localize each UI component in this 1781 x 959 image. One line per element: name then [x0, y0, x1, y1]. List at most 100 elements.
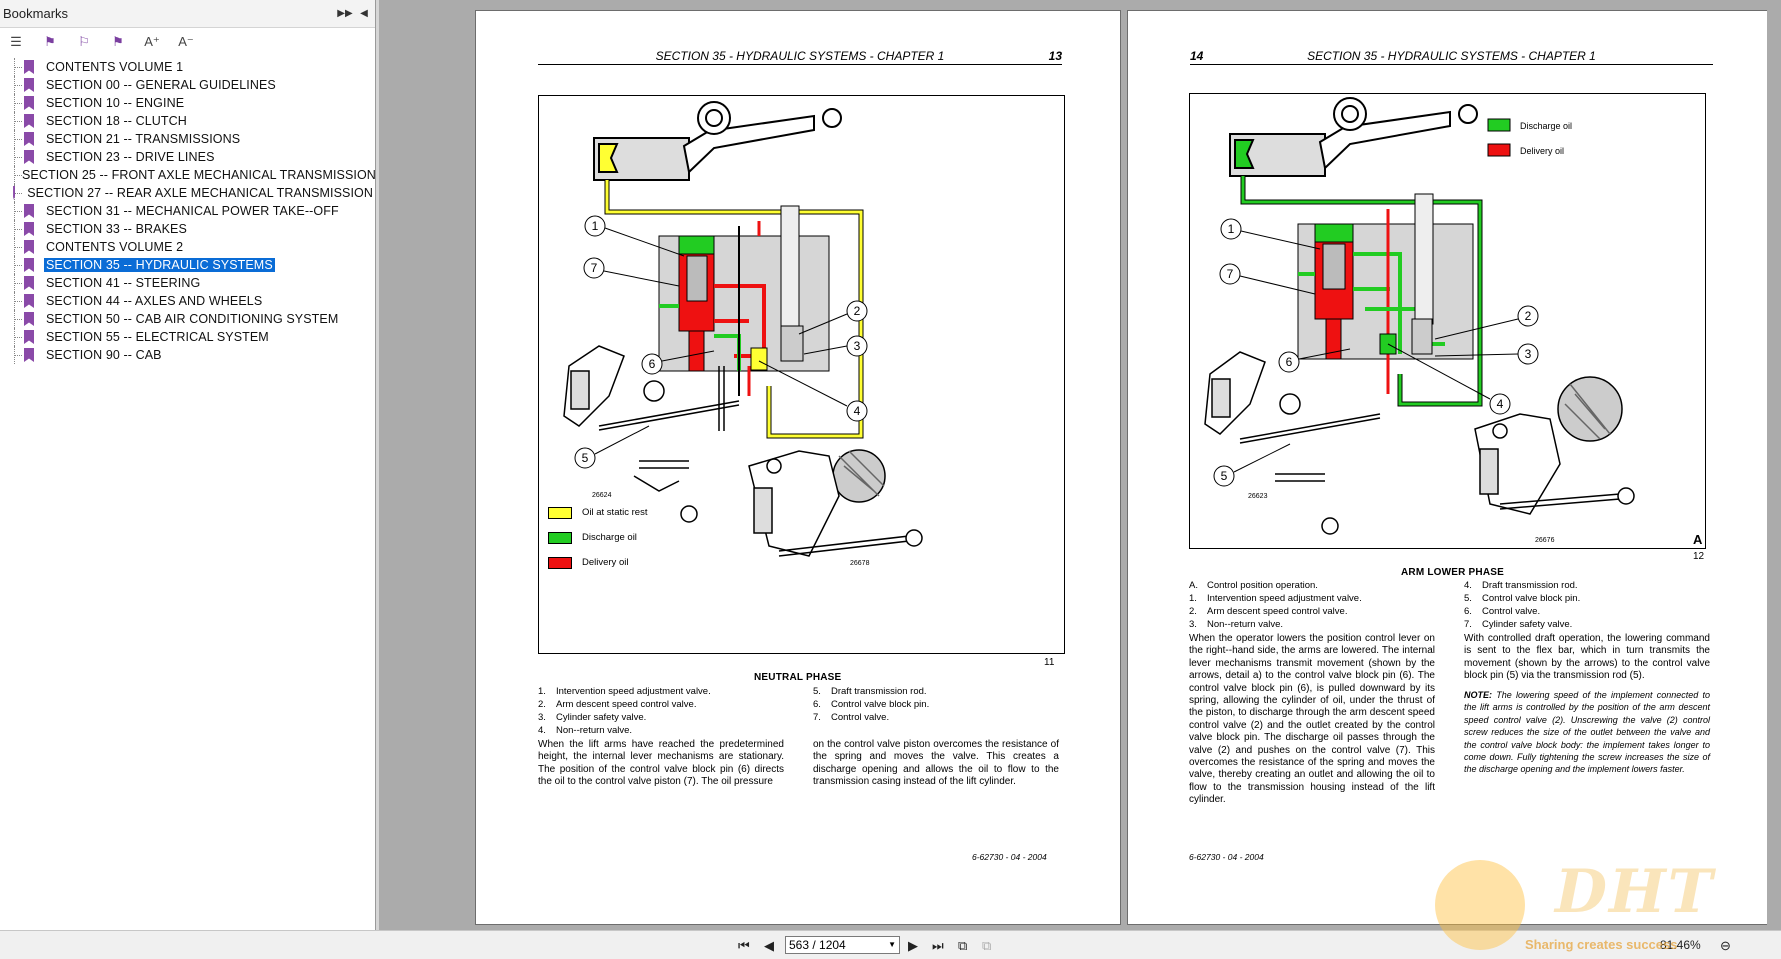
next-view-icon[interactable]: ⧉ [982, 938, 992, 953]
bookmark-label: SECTION 23 -- DRIVE LINES [46, 150, 215, 164]
callout-7: 7 [1219, 263, 1316, 295]
zoom-level[interactable]: 81.46% [1660, 938, 1701, 952]
bookmarks-header: Bookmarks ▶▶ ◀ [0, 0, 375, 28]
svg-text:3: 3 [854, 339, 861, 353]
legend-discharge: Discharge oil [548, 525, 647, 550]
previous-page-icon[interactable]: ◀ [764, 938, 774, 953]
bookmark-label: SECTION 27 -- REAR AXLE MECHANICAL TRANS… [27, 186, 373, 200]
callout-5: 5 [574, 425, 650, 469]
figure-number: 11 [1044, 657, 1055, 668]
detail-label: A [1693, 532, 1703, 547]
bookmark-icon [24, 348, 34, 362]
expand-panel-icon[interactable]: ▶▶ [337, 8, 353, 19]
svg-text:4: 4 [1497, 397, 1504, 411]
bookmark-item[interactable]: CONTENTS VOLUME 1 [8, 58, 375, 76]
last-page-icon[interactable]: ⏭ [932, 938, 944, 953]
bookmark-item[interactable]: SECTION 10 -- ENGINE [8, 94, 375, 112]
bookmark-icon [24, 276, 34, 290]
figure-code: 26676 [1535, 537, 1555, 544]
find-bookmark-icon[interactable]: ⚑ [112, 34, 124, 49]
page-footer: 6-62730 - 04 - 2004 [972, 852, 1047, 862]
font-increase-icon[interactable]: A⁺ [144, 34, 160, 49]
bookmarks-panel: Bookmarks ▶▶ ◀ ☰ ⚑ ⚐ ⚑ A⁺ A⁻ CONTENTS VO… [0, 0, 376, 930]
bookmark-icon [24, 150, 34, 164]
bookmark-icon [24, 240, 34, 254]
panel-splitter[interactable] [376, 0, 379, 930]
bookmark-item[interactable]: CONTENTS VOLUME 2 [8, 238, 375, 256]
bookmark-icon [24, 330, 34, 344]
bookmark-label: SECTION 55 -- ELECTRICAL SYSTEM [46, 330, 269, 344]
bookmark-item[interactable]: SECTION 25 -- FRONT AXLE MECHANICAL TRAN… [8, 166, 376, 184]
navigation-bar: ⏮ ◀ 563 / 1204▼ ▶ ⏭ ⧉ ⧉ 81.46% ⊖ [0, 930, 1781, 959]
svg-text:7: 7 [1227, 267, 1234, 281]
bookmark-label: SECTION 25 -- FRONT AXLE MECHANICAL TRAN… [22, 168, 376, 182]
callout-3: 3 [803, 335, 868, 357]
bookmark-item[interactable]: SECTION 27 -- REAR AXLE MECHANICAL TRANS… [8, 184, 375, 202]
expand-bookmark-icon[interactable]: ⚐ [78, 34, 90, 49]
callout-2: 2 [798, 300, 868, 335]
bookmark-item[interactable]: SECTION 23 -- DRIVE LINES [8, 148, 375, 166]
font-decrease-icon[interactable]: A⁻ [178, 34, 194, 49]
bookmark-item[interactable]: SECTION 50 -- CAB AIR CONDITIONING SYSTE… [8, 310, 375, 328]
bookmark-item-selected[interactable]: SECTION 35 -- HYDRAULIC SYSTEMS [8, 256, 375, 274]
parts-list-left: A.Control position operation. 1.Interven… [1189, 580, 1362, 630]
parts-list-right: 4.Draft transmission rod. 5.Control valv… [1464, 580, 1581, 630]
legend-static: Oil at static rest [548, 500, 647, 525]
bookmark-label: SECTION 50 -- CAB AIR CONDITIONING SYSTE… [46, 312, 339, 326]
chevron-down-icon[interactable]: ▼ [888, 940, 896, 949]
legend-delivery: Delivery oil [548, 550, 647, 575]
callout-7: 7 [583, 257, 680, 287]
bookmark-item[interactable]: SECTION 90 -- CAB [8, 346, 375, 364]
bookmark-item[interactable]: SECTION 33 -- BRAKES [8, 220, 375, 238]
vertical-scrollbar[interactable] [1767, 0, 1781, 930]
page-header: 14 SECTION 35 - HYDRAULIC SYSTEMS - CHAP… [1190, 49, 1713, 65]
bookmark-icon [24, 60, 34, 74]
bookmark-icon [24, 222, 34, 236]
bookmark-item[interactable]: SECTION 00 -- GENERAL GUIDELINES [8, 76, 375, 94]
collapse-panel-icon[interactable]: ◀ [360, 8, 368, 19]
bookmark-label: SECTION 44 -- AXLES AND WHEELS [46, 294, 263, 308]
bookmark-label: CONTENTS VOLUME 1 [46, 60, 184, 74]
bookmark-label: SECTION 21 -- TRANSMISSIONS [46, 132, 241, 146]
options-list-icon[interactable]: ☰ [10, 34, 22, 49]
neutral-phase-diagram: 1 7 2 3 6 4 5 [563, 101, 923, 567]
bookmark-item[interactable]: SECTION 21 -- TRANSMISSIONS [8, 130, 375, 148]
svg-text:3: 3 [1525, 347, 1532, 361]
bookmark-label: SECTION 00 -- GENERAL GUIDELINES [46, 78, 276, 92]
figure-code: 26624 [592, 492, 612, 499]
callout-4: 4 [758, 360, 868, 422]
section-title: SECTION 35 - HYDRAULIC SYSTEMS - CHAPTER… [655, 49, 945, 63]
bookmark-icon [13, 186, 16, 200]
bookmark-tree: CONTENTS VOLUME 1 SECTION 00 -- GENERAL … [0, 58, 376, 364]
bookmark-icon [24, 132, 34, 146]
bookmark-item[interactable]: SECTION 41 -- STEERING [8, 274, 375, 292]
callout-2: 2 [1434, 305, 1539, 340]
add-bookmark-icon[interactable]: ⚑ [44, 34, 56, 49]
bookmark-icon [24, 204, 34, 218]
svg-text:1: 1 [1228, 222, 1235, 236]
previous-view-icon[interactable]: ⧉ [958, 938, 968, 953]
note-block: NOTE: The lowering speed of the implemen… [1464, 689, 1710, 776]
body-text-right: With controlled draft operation, the low… [1464, 633, 1710, 682]
bookmark-item[interactable]: SECTION 18 -- CLUTCH [8, 112, 375, 130]
next-page-icon[interactable]: ▶ [908, 938, 918, 953]
bookmark-label: SECTION 18 -- CLUTCH [46, 114, 187, 128]
first-page-icon[interactable]: ⏮ [738, 938, 750, 953]
callout-6: 6 [1278, 348, 1351, 373]
page-number-input[interactable]: 563 / 1204▼ [785, 936, 900, 954]
body-text-left: When the operator lowers the position co… [1189, 633, 1435, 806]
document-page-13: SECTION 35 - HYDRAULIC SYSTEMS - CHAPTER… [475, 10, 1121, 925]
bookmark-label: SECTION 33 -- BRAKES [46, 222, 187, 236]
callout-3: 3 [1434, 343, 1539, 365]
bookmark-item[interactable]: SECTION 55 -- ELECTRICAL SYSTEM [8, 328, 375, 346]
callout-1: 1 [1220, 218, 1321, 250]
figure-legend: Oil at static rest Discharge oil Deliver… [548, 500, 647, 575]
bookmark-item[interactable]: SECTION 31 -- MECHANICAL POWER TAKE--OFF [8, 202, 375, 220]
figure-caption: NEUTRAL PHASE [754, 672, 842, 683]
bookmark-item[interactable]: SECTION 44 -- AXLES AND WHEELS [8, 292, 375, 310]
bookmark-label: CONTENTS VOLUME 2 [46, 240, 184, 254]
bookmark-icon [24, 294, 34, 308]
figure-number: 12 [1693, 551, 1705, 562]
bookmark-label: SECTION 31 -- MECHANICAL POWER TAKE--OFF [46, 204, 339, 218]
zoom-out-icon[interactable]: ⊖ [1720, 938, 1731, 953]
